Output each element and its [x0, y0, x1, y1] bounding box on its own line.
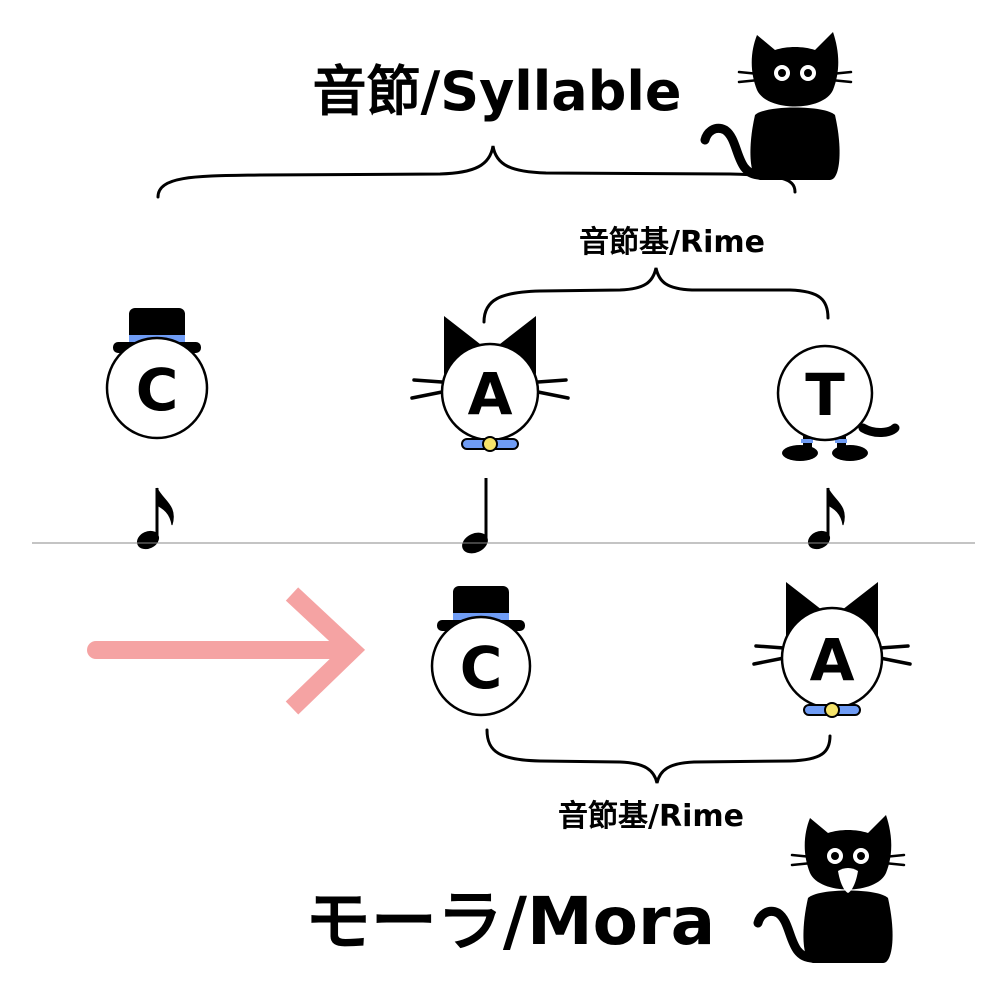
eighth-note-icon: [807, 487, 845, 550]
rime-label-top: 音節基/Rime: [579, 225, 765, 260]
rime-label-bottom: 音節基/Rime: [558, 799, 744, 834]
letter-a-cat-character: A: [410, 314, 570, 452]
letter: A: [810, 626, 855, 694]
letter: C: [460, 634, 503, 702]
mora-title: モーラ/Mora: [305, 883, 715, 960]
letter: A: [468, 360, 513, 428]
syllable-brace: [156, 145, 797, 199]
letter: C: [136, 356, 179, 424]
letter-a-cat-character: A: [752, 580, 912, 718]
eighth-note-icon: [136, 487, 174, 550]
letter-c-hat-character: C: [430, 586, 532, 717]
right-arrow-icon: [87, 587, 366, 715]
black-cat-icon: [705, 32, 851, 180]
black-cat-surprised-icon: [758, 815, 904, 963]
quarter-note-icon: [462, 478, 488, 554]
letter-c-hat-character: C: [105, 308, 209, 440]
rime-brace-top: [482, 267, 830, 324]
letter-t-legs-character: T: [776, 344, 900, 461]
letter: T: [805, 361, 845, 429]
syllable-title: 音節/Syllable: [312, 60, 681, 123]
rime-brace-bottom: [485, 728, 832, 784]
